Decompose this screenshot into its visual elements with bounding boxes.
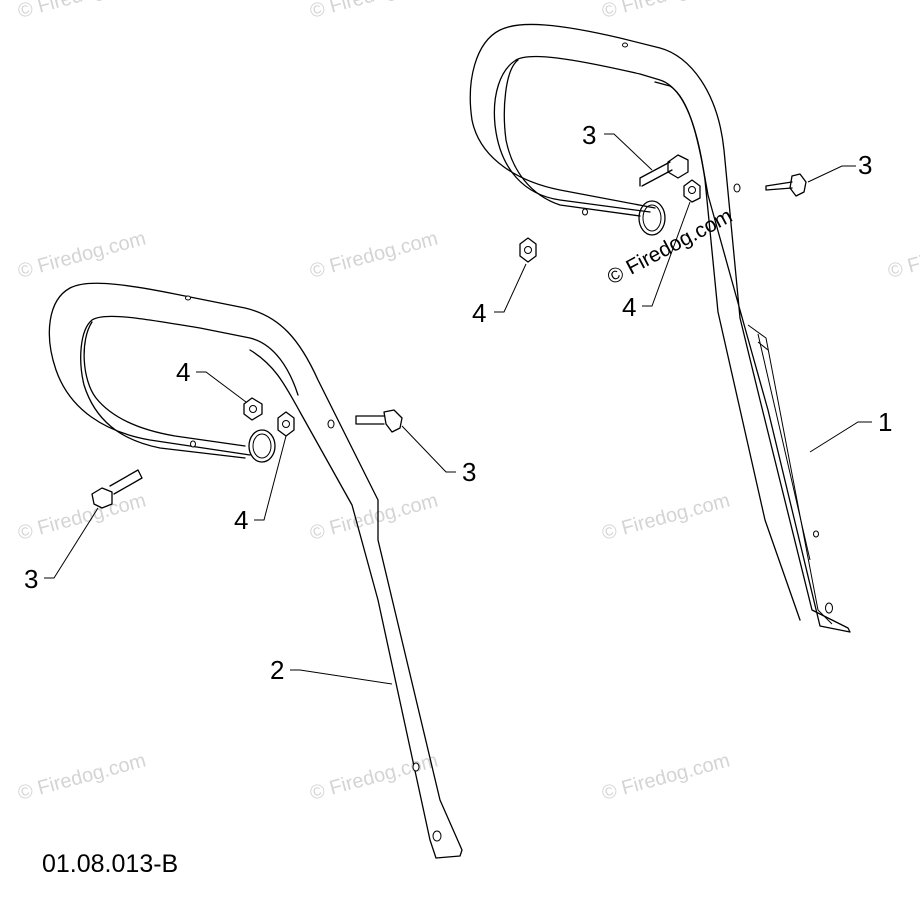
bolt-icon	[639, 154, 689, 187]
nut-icon	[277, 411, 295, 437]
watermark: © Firedog.com	[600, 490, 733, 545]
watermark: © Firedog.com	[16, 228, 149, 283]
watermark: © Firedog.com	[16, 750, 149, 805]
callout-1: 1	[878, 407, 892, 437]
watermark: © Firedog.com	[600, 0, 733, 23]
watermark: © Firedog.com	[886, 228, 920, 283]
callout-4: 4	[234, 505, 248, 535]
callout-4: 4	[472, 298, 486, 328]
callout-4: 4	[176, 357, 190, 387]
watermark: © Firedog.com	[16, 0, 149, 23]
bolt-icon	[765, 173, 807, 197]
watermark-dark: © Firedog.com	[604, 204, 737, 289]
nut-icon	[683, 179, 701, 203]
callout-3: 3	[462, 457, 476, 487]
handle-part-2	[48, 282, 463, 859]
watermark: © Firedog.com	[308, 228, 441, 283]
leader-lines	[44, 133, 872, 685]
watermark: © Firedog.com	[308, 490, 441, 545]
watermark: © Firedog.com	[308, 0, 441, 23]
nut-icon	[519, 237, 537, 263]
callout-2: 2	[270, 655, 284, 685]
bolt-icon	[91, 469, 143, 509]
bolt-icon	[355, 409, 403, 433]
callout-3: 3	[582, 120, 596, 150]
callout-3: 3	[24, 564, 38, 594]
callout-3: 3	[858, 150, 872, 180]
callout-4: 4	[622, 292, 636, 322]
watermark: © Firedog.com	[600, 750, 733, 805]
nut-icon	[243, 397, 263, 421]
watermark-layer: © Firedog.com © Firedog.com © Firedog.co…	[16, 0, 920, 805]
watermark: © Firedog.com	[16, 490, 149, 545]
drawing-code: 01.08.013-B	[42, 850, 178, 878]
handle-part-1	[469, 23, 851, 633]
callout-labels: 3 3 4 4 1 4 4 3 3 2	[24, 120, 892, 685]
